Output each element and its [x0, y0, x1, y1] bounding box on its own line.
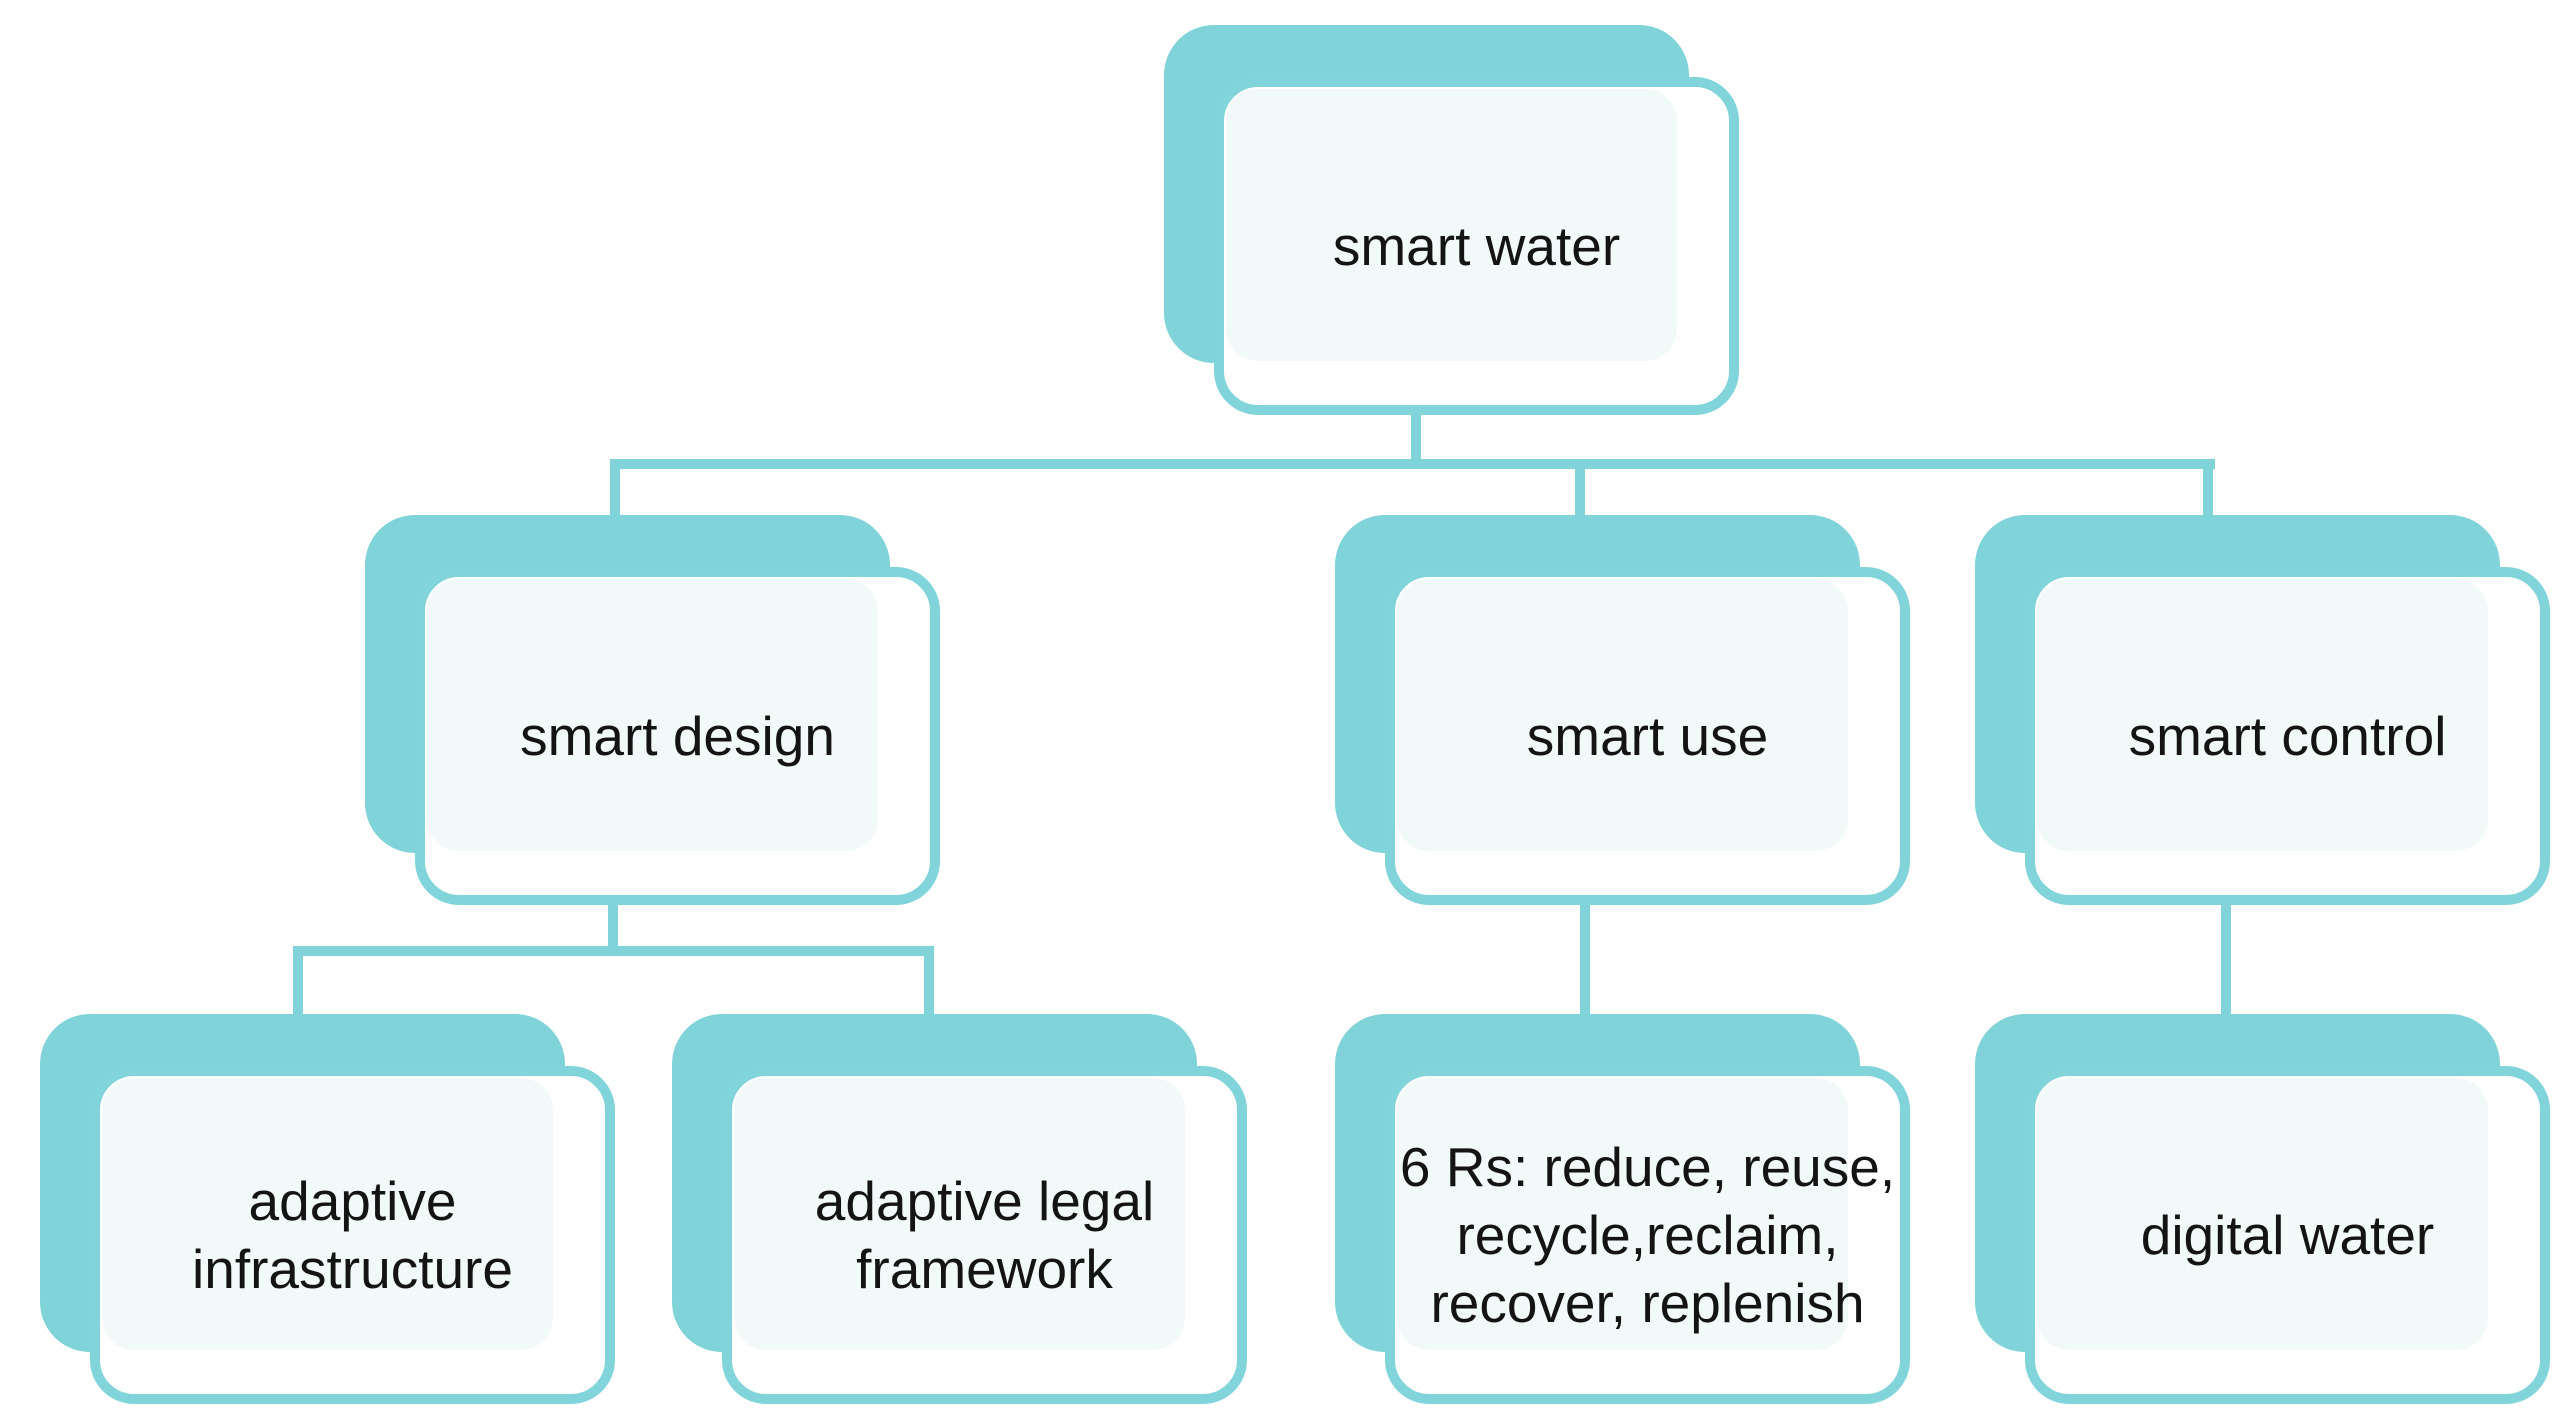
- node-card: adaptive infrastructure: [90, 1066, 615, 1404]
- node-card: 6 Rs: reduce, reuse, recycle,reclaim, re…: [1385, 1066, 1910, 1404]
- node-label: 6 Rs: reduce, reuse, recycle,reclaim, re…: [1399, 1135, 1896, 1335]
- node-label: smart use: [1526, 704, 1769, 767]
- node-label: adaptive legal framework: [814, 1169, 1155, 1300]
- node-highlight: [2037, 1078, 2488, 1350]
- node-digital-water: digital water: [1975, 1014, 2555, 1409]
- node-label: smart water: [1332, 214, 1621, 277]
- node-highlight: [1397, 1078, 1848, 1350]
- node-smart-control: smart control: [1975, 515, 2555, 910]
- node-smart-use: smart use: [1335, 515, 1915, 910]
- node-card: smart design: [415, 567, 940, 905]
- node-label: smart design: [520, 704, 835, 767]
- node-label: smart control: [2128, 704, 2447, 767]
- node-smart-design: smart design: [365, 515, 945, 910]
- node-card: digital water: [2025, 1066, 2550, 1404]
- node-label: adaptive infrastructure: [192, 1169, 513, 1300]
- node-highlight: [427, 579, 878, 851]
- node-highlight: [2037, 579, 2488, 851]
- node-card: smart water: [1214, 77, 1739, 415]
- node-adaptive-infrastructure: adaptive infrastructure: [40, 1014, 620, 1409]
- node-adaptive-legal-framework: adaptive legal framework: [672, 1014, 1252, 1409]
- node-smart-water: smart water: [1164, 25, 1744, 420]
- node-highlight: [102, 1078, 553, 1350]
- node-highlight: [1397, 579, 1848, 851]
- node-card: smart control: [2025, 567, 2550, 905]
- node-card: adaptive legal framework: [722, 1066, 1247, 1404]
- node-highlight: [1226, 89, 1677, 361]
- node-card: smart use: [1385, 567, 1910, 905]
- node-six-rs: 6 Rs: reduce, reuse, recycle,reclaim, re…: [1335, 1014, 1915, 1409]
- node-label: digital water: [2140, 1203, 2435, 1266]
- node-highlight: [734, 1078, 1185, 1350]
